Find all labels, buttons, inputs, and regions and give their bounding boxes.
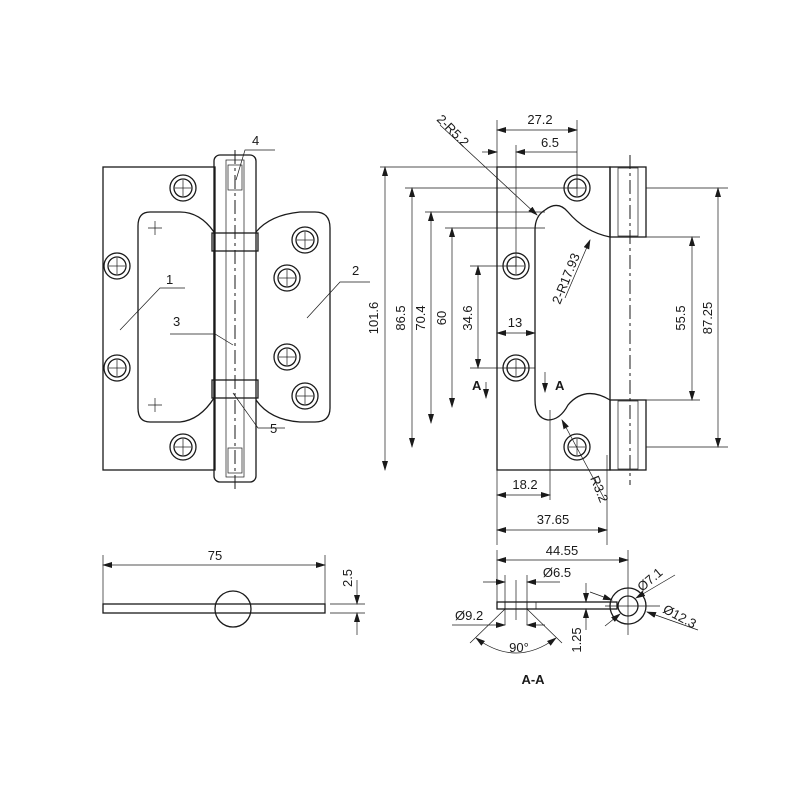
- knuckle-section-top: [609, 166, 647, 238]
- section-title: A-A: [521, 672, 545, 687]
- dim-44-55: 44.55: [546, 543, 579, 558]
- dia-12-3: Ø12.3: [661, 601, 699, 631]
- dim-1-25: 1.25: [569, 627, 584, 652]
- section-mark-right: A: [555, 378, 565, 393]
- left-leaf: [102, 166, 216, 471]
- dim-13: 13: [508, 315, 522, 330]
- angle-90: 90°: [509, 640, 529, 655]
- dim-34-6: 34.6: [460, 305, 475, 330]
- radius-2-r5-2: 2-R5.2: [434, 112, 472, 150]
- dim-101-6: 101.6: [366, 302, 381, 335]
- screw-holes: [103, 174, 319, 461]
- section-plate: [496, 601, 618, 610]
- dim-37-65: 37.65: [537, 512, 570, 527]
- dim-55-5: 55.5: [673, 305, 688, 330]
- callout-5: 5: [270, 421, 277, 436]
- dimension-lines: [380, 120, 728, 545]
- callout-1: 1: [166, 272, 173, 287]
- callout-3: 3: [173, 314, 180, 329]
- dim-18-2: 18.2: [512, 477, 537, 492]
- dim-75: 75: [208, 548, 222, 563]
- right-leaf: [255, 211, 331, 423]
- cross-marks: [148, 221, 162, 412]
- leader-lines: [119, 149, 370, 429]
- knuckle: [211, 150, 259, 490]
- dim-70-4: 70.4: [413, 305, 428, 330]
- dim-27-2: 27.2: [527, 112, 552, 127]
- callout-2: 2: [352, 263, 359, 278]
- left-leaf-cutout: [137, 211, 215, 423]
- dim-87-25: 87.25: [700, 302, 715, 335]
- hinge-top-view: 75 2.5: [102, 548, 365, 635]
- dia-9-2: Ø9.2: [455, 608, 483, 623]
- folded-leaves: [102, 603, 326, 614]
- hinge-assembly-view: 1 2 3 4 5: [102, 133, 370, 490]
- knuckle-section-bottom: [609, 399, 647, 471]
- leaf-cutout-profile: [534, 204, 611, 421]
- radius-2-r17-93: 2-R17.93: [549, 251, 583, 306]
- section-a-a-view: 44.55 Ø6.5 Ø9.2 90° 1.25 Ø7.1 Ø12.3 A-A: [452, 543, 699, 687]
- dim-86-5: 86.5: [393, 305, 408, 330]
- section-mark-left: A: [472, 378, 482, 393]
- dim-60: 60: [434, 311, 449, 325]
- callout-4: 4: [252, 133, 259, 148]
- dia-6-5: Ø6.5: [543, 565, 571, 580]
- knuckle-circle: [214, 590, 252, 628]
- dimensioned-leaf-view: 27.2 6.5 2-R5.2 2-R17.93 101.6 86.5 70.4…: [366, 112, 728, 545]
- dim-6-5: 6.5: [541, 135, 559, 150]
- dim-2-5: 2.5: [340, 569, 355, 587]
- radius-r3-2: R3.2: [587, 474, 611, 505]
